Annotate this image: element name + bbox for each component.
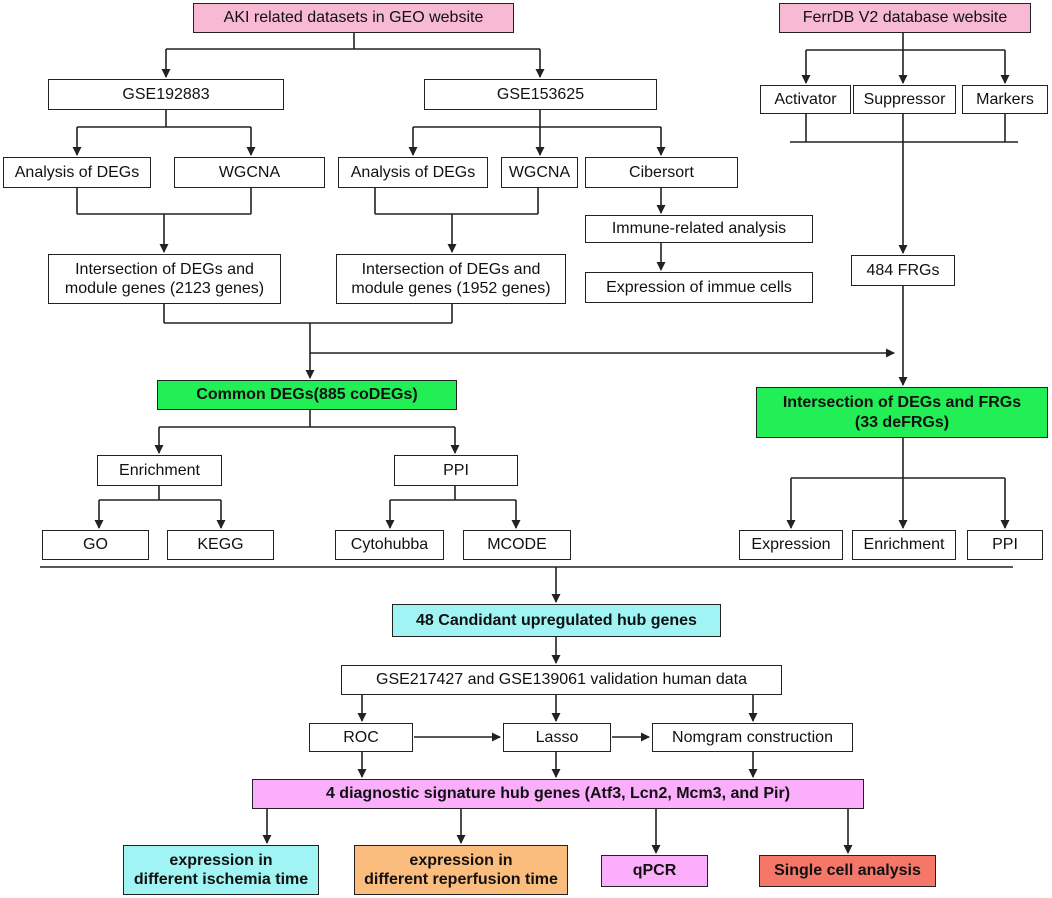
single-cell-node: Single cell analysis <box>759 855 936 887</box>
geo-datasets-node: AKI related datasets in GEO website <box>193 3 514 33</box>
immune-expression-node: Expression of immue cells <box>585 272 813 303</box>
ppi-2-node: PPI <box>967 530 1043 560</box>
markers-node: Markers <box>962 85 1048 114</box>
activator-node: Activator <box>760 85 851 114</box>
suppressor-node: Suppressor <box>853 85 956 114</box>
defrgs-node: Intersection of DEGs and FRGs (33 deFRGs… <box>756 387 1048 438</box>
ppi-1-node: PPI <box>394 455 518 486</box>
wgcna-2-node: WGCNA <box>501 157 578 188</box>
degs-analysis-2-node: Analysis of DEGs <box>338 157 488 188</box>
diagnostic-hub-genes-node: 4 diagnostic signature hub genes (Atf3, … <box>252 779 864 809</box>
immune-analysis-node: Immune-related analysis <box>585 215 813 243</box>
cytohubba-node: Cytohubba <box>335 530 444 560</box>
roc-node: ROC <box>309 723 413 752</box>
qpcr-node: qPCR <box>601 855 708 887</box>
ferrdb-node: FerrDB V2 database website <box>779 3 1031 33</box>
intersection-1-node: Intersection of DEGs and module genes (2… <box>48 254 281 304</box>
degs-analysis-1-node: Analysis of DEGs <box>3 157 151 188</box>
ischemia-time-node: expression in different ischemia time <box>123 845 319 895</box>
frgs-node: 484 FRGs <box>851 255 955 286</box>
lasso-node: Lasso <box>503 723 611 752</box>
common-degs-node: Common DEGs(885 coDEGs) <box>157 380 457 410</box>
gse153625-node: GSE153625 <box>424 79 657 110</box>
gse192883-node: GSE192883 <box>48 79 284 110</box>
intersection-2-node: Intersection of DEGs and module genes (1… <box>336 254 566 304</box>
reperfusion-time-node: expression in different reperfusion time <box>354 845 568 895</box>
wgcna-1-node: WGCNA <box>174 157 325 188</box>
kegg-node: KEGG <box>167 530 274 560</box>
expression-node: Expression <box>739 530 843 560</box>
go-node: GO <box>42 530 149 560</box>
candidate-hub-genes-node: 48 Candidant upregulated hub genes <box>392 604 721 637</box>
cibersort-node: Cibersort <box>585 157 738 188</box>
validation-data-node: GSE217427 and GSE139061 validation human… <box>341 665 782 695</box>
mcode-node: MCODE <box>463 530 571 560</box>
enrichment-2-node: Enrichment <box>852 530 956 560</box>
enrichment-1-node: Enrichment <box>97 455 222 486</box>
nomogram-node: Nomgram construction <box>652 723 853 752</box>
